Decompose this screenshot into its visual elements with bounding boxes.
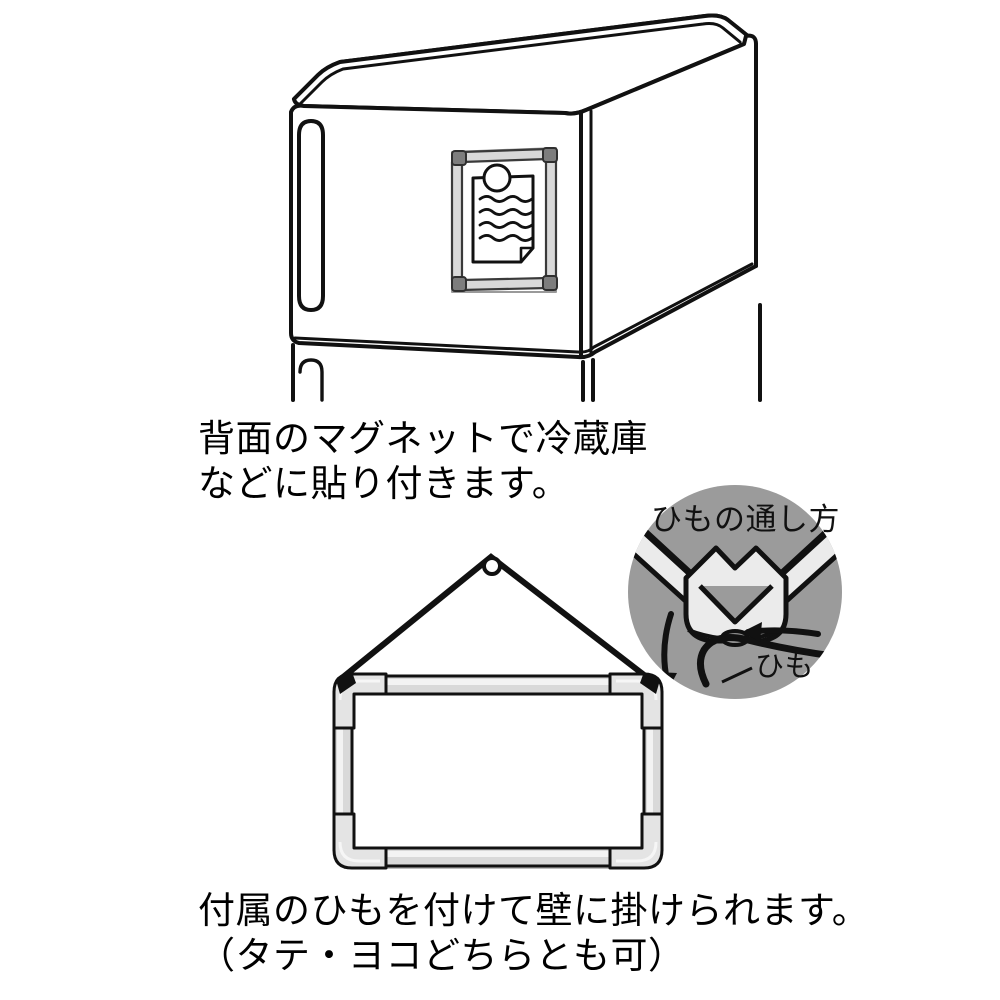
- inset-title: ひもの通し方: [651, 502, 840, 537]
- caption-string: 付属のひもを付けて壁に掛けられます。 （タテ・ヨコどちらとも可）: [198, 888, 869, 978]
- refrigerator-illustration: [289, 13, 762, 402]
- corner-bottom-left: [332, 812, 388, 870]
- caption-string-line2: （タテ・ヨコどちらとも可）: [198, 935, 686, 976]
- caption-magnet: 背面のマグネットで冷蔵庫 などに貼り付きます。: [198, 416, 648, 506]
- caption-magnet-line2: などに貼り付きます。: [198, 463, 570, 504]
- cord-anchor-left: [336, 672, 356, 694]
- board-corner-top-right: [542, 147, 558, 163]
- board-corner-bottom-left: [451, 276, 467, 292]
- cord-path: [697, 634, 837, 688]
- fridge-lower-body: [291, 303, 762, 402]
- caption-magnet-line1: 背面のマグネットで冷蔵庫: [198, 418, 648, 459]
- cord-anchor-right: [640, 672, 660, 694]
- memo-sheet-with-magnet-icon: [471, 163, 535, 264]
- cord-threading-inset: [628, 485, 842, 699]
- magnet-dot-icon: [482, 163, 512, 193]
- inset-cord-label: ひも: [755, 651, 815, 683]
- board-corner-top-left: [451, 150, 467, 166]
- hanging-whiteboard-illustration: [332, 553, 664, 870]
- board-corner-bottom-right: [542, 275, 558, 291]
- corner-bottom-right: [608, 812, 664, 870]
- fridge-mounted-whiteboard: [450, 147, 558, 293]
- whiteboard-corners: [332, 672, 664, 870]
- wall-hook-icon: [482, 556, 502, 576]
- whiteboard-surface: [344, 681, 651, 869]
- hanging-cord: [339, 553, 651, 681]
- fridge-door-handle: [297, 119, 325, 312]
- caption-string-line1: 付属のひもを付けて壁に掛けられます。: [198, 890, 870, 931]
- cord-label-leader: [721, 666, 753, 684]
